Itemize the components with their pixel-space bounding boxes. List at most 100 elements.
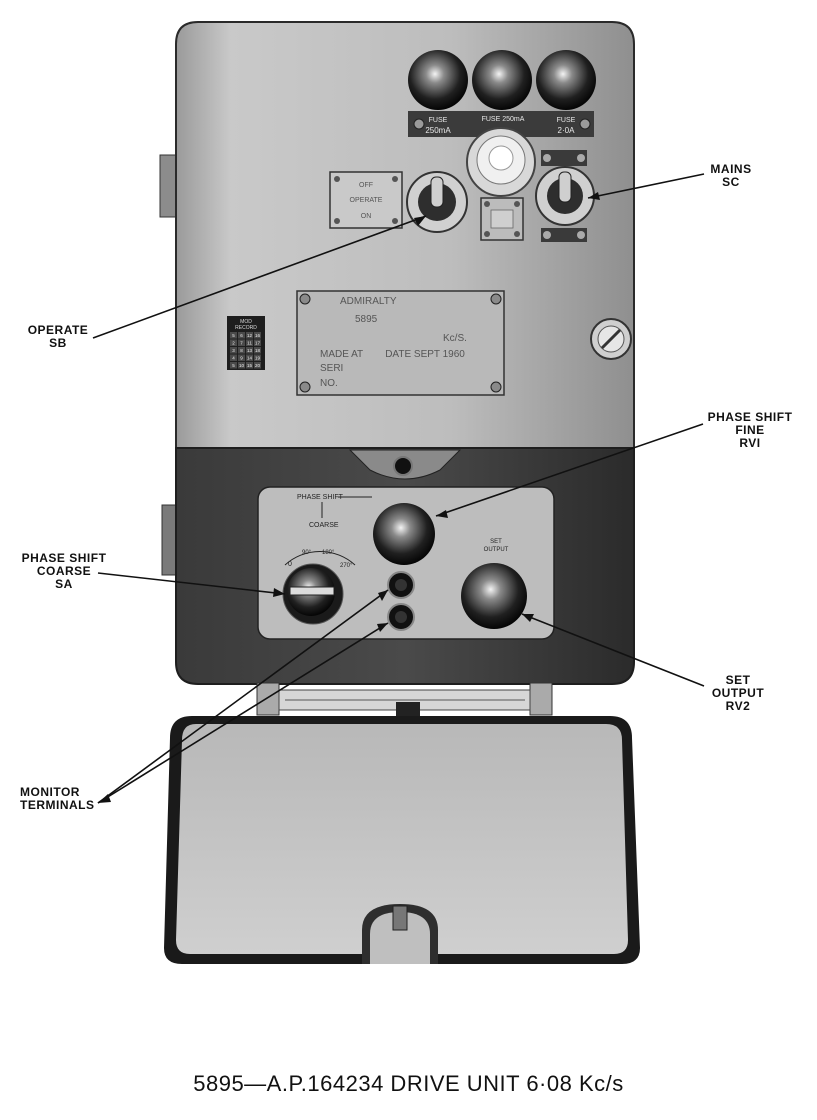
callout-phase-fine-line-1: PHASE SHIFT — [707, 410, 793, 424]
mod-record-cell-value: 7 — [240, 341, 243, 346]
operate-switch[interactable] — [406, 171, 468, 233]
operate-plate-on: ON — [361, 213, 372, 220]
leader-set-output — [521, 613, 705, 687]
set-output-panel-label-1: SET — [490, 539, 502, 545]
coarse-panel-label: COARSE — [309, 522, 339, 529]
fuse-knob-center — [472, 50, 532, 110]
leader-phase-fine — [435, 423, 704, 517]
fuse-left-rating: 250mA — [425, 126, 451, 135]
callout-set-output-line-1: SET — [725, 673, 751, 687]
callout-monitor-terminals: MONITOR TERMINALS — [20, 786, 120, 812]
leader-mains — [587, 173, 705, 199]
monitor-terminal-upper[interactable] — [387, 571, 415, 599]
mod-record-cell-value: 15 — [247, 363, 253, 368]
mod-record-cell-value: 4 — [232, 356, 235, 361]
nameplate-line-5: SERI — [320, 363, 343, 374]
mod-record-cell-value: 2 — [232, 341, 235, 346]
mod-record-cell — [254, 362, 261, 369]
mod-record-cell — [238, 362, 245, 369]
mod-record-cell-value: 5 — [232, 333, 235, 338]
callout-phase-fine-line-2: FINE — [735, 423, 765, 437]
mod-record-cell-value: 9 — [240, 356, 243, 361]
arrowhead-operate — [414, 216, 426, 226]
mod-record-cell-value: 19 — [255, 356, 261, 361]
lamp-plate — [480, 197, 524, 241]
mains-switch[interactable] — [535, 150, 595, 242]
callout-phase-coarse-line-1: PHASE SHIFT — [21, 551, 107, 565]
mod-record-cell-value: 10 — [239, 363, 245, 368]
mod-record-cell-value: 12 — [247, 333, 253, 338]
callout-phase-coarse-line-3: SA — [55, 577, 73, 591]
operate-plate-off: OFF — [359, 182, 373, 189]
mod-record-cell — [246, 332, 253, 339]
mod-record-cell — [246, 354, 253, 361]
mod-record-cell-value: 8 — [240, 348, 243, 353]
mod-record-title-1: MOD — [240, 319, 252, 325]
mod-record-cell — [246, 362, 253, 369]
mod-record-cell — [230, 362, 237, 369]
callout-operate: OPERATE SB — [22, 324, 94, 350]
mod-record-cell-value: 16 — [255, 333, 261, 338]
monitor-terminal-lower[interactable] — [387, 603, 415, 631]
callout-monitor-line-2: TERMINALS — [20, 798, 95, 812]
mod-record-cell — [238, 332, 245, 339]
set-output-knob[interactable] — [461, 563, 527, 629]
callout-operate-line-2: SB — [49, 336, 67, 350]
callout-mains: MAINS SC — [704, 163, 758, 189]
callout-operate-line-1: OPERATE — [27, 323, 89, 337]
coarse-scale-270: 270° — [340, 563, 353, 569]
callout-phase-coarse-line-2: COARSE — [36, 564, 92, 578]
mod-record-cell-value: 5 — [232, 363, 235, 368]
arrowhead-mains — [588, 192, 600, 200]
arrowhead-monitor-a — [378, 590, 388, 601]
mod-record-cell-value: 11 — [247, 341, 252, 346]
fuse-knob-left — [408, 50, 468, 110]
mod-record-cell-value: 6 — [240, 333, 243, 338]
mod-record-cell — [254, 332, 261, 339]
arrowhead-monitor-b — [377, 623, 388, 632]
arrowhead-monitor-origin — [98, 794, 111, 803]
nameplate-line-6: NO. — [320, 378, 338, 389]
phase-shift-coarse-knob[interactable] — [282, 563, 344, 625]
mod-record-cell — [238, 339, 245, 346]
mod-record-cell-value: 17 — [255, 341, 261, 346]
callout-monitor-line-1: MONITOR — [20, 785, 80, 799]
callout-arrowheads — [98, 192, 600, 803]
lid-hinge — [256, 682, 553, 716]
fuse-left-label: FUSE — [429, 117, 448, 124]
mod-record-cell — [238, 347, 245, 354]
callout-set-output-line-3: RV2 — [725, 699, 751, 713]
mod-record-cell — [254, 339, 261, 346]
mod-record-cell-value: 20 — [255, 363, 261, 368]
callout-phase-shift-coarse: PHASE SHIFT COARSE SA — [14, 552, 114, 591]
mod-record-cell — [246, 347, 253, 354]
mod-record-cell — [254, 347, 261, 354]
mod-record-cell — [246, 339, 253, 346]
fuse-center-label: FUSE 250mA — [482, 116, 525, 123]
mod-record-cell — [230, 339, 237, 346]
coarse-scale: 0 90° 180° 270° — [284, 550, 356, 569]
phase-shift-fine-knob[interactable] — [373, 503, 435, 565]
nameplate-line-4: MADE AT DATE SEPT 1960 — [320, 349, 465, 360]
nameplate-line-3: Kc/S. — [443, 333, 467, 344]
mod-record-cell — [230, 332, 237, 339]
fuse-right-rating: 2·0A — [558, 126, 576, 135]
mod-record-cell-value: 13 — [247, 348, 253, 353]
panel-latch[interactable] — [590, 318, 632, 360]
lid-catch[interactable] — [362, 904, 438, 964]
coarse-scale-180: 180° — [322, 550, 335, 556]
phase-shift-panel-label: PHASE SHIFT — [297, 494, 344, 501]
callout-phase-fine-line-3: RVI — [739, 436, 761, 450]
nameplate-line-1: ADMIRALTY — [340, 296, 397, 307]
callout-set-output-line-2: OUTPUT — [711, 686, 765, 700]
callout-phase-shift-fine: PHASE SHIFT FINE RVI — [700, 411, 800, 450]
coarse-scale-90: 90° — [302, 550, 312, 556]
mod-record-cell — [254, 354, 261, 361]
nameplate-line-2: 5895 — [355, 314, 378, 325]
fuse-right-label: FUSE — [557, 117, 576, 124]
lid-face — [176, 724, 628, 954]
mod-record-cell-value: 14 — [247, 356, 253, 361]
coarse-scale-0: 0 — [288, 561, 292, 568]
